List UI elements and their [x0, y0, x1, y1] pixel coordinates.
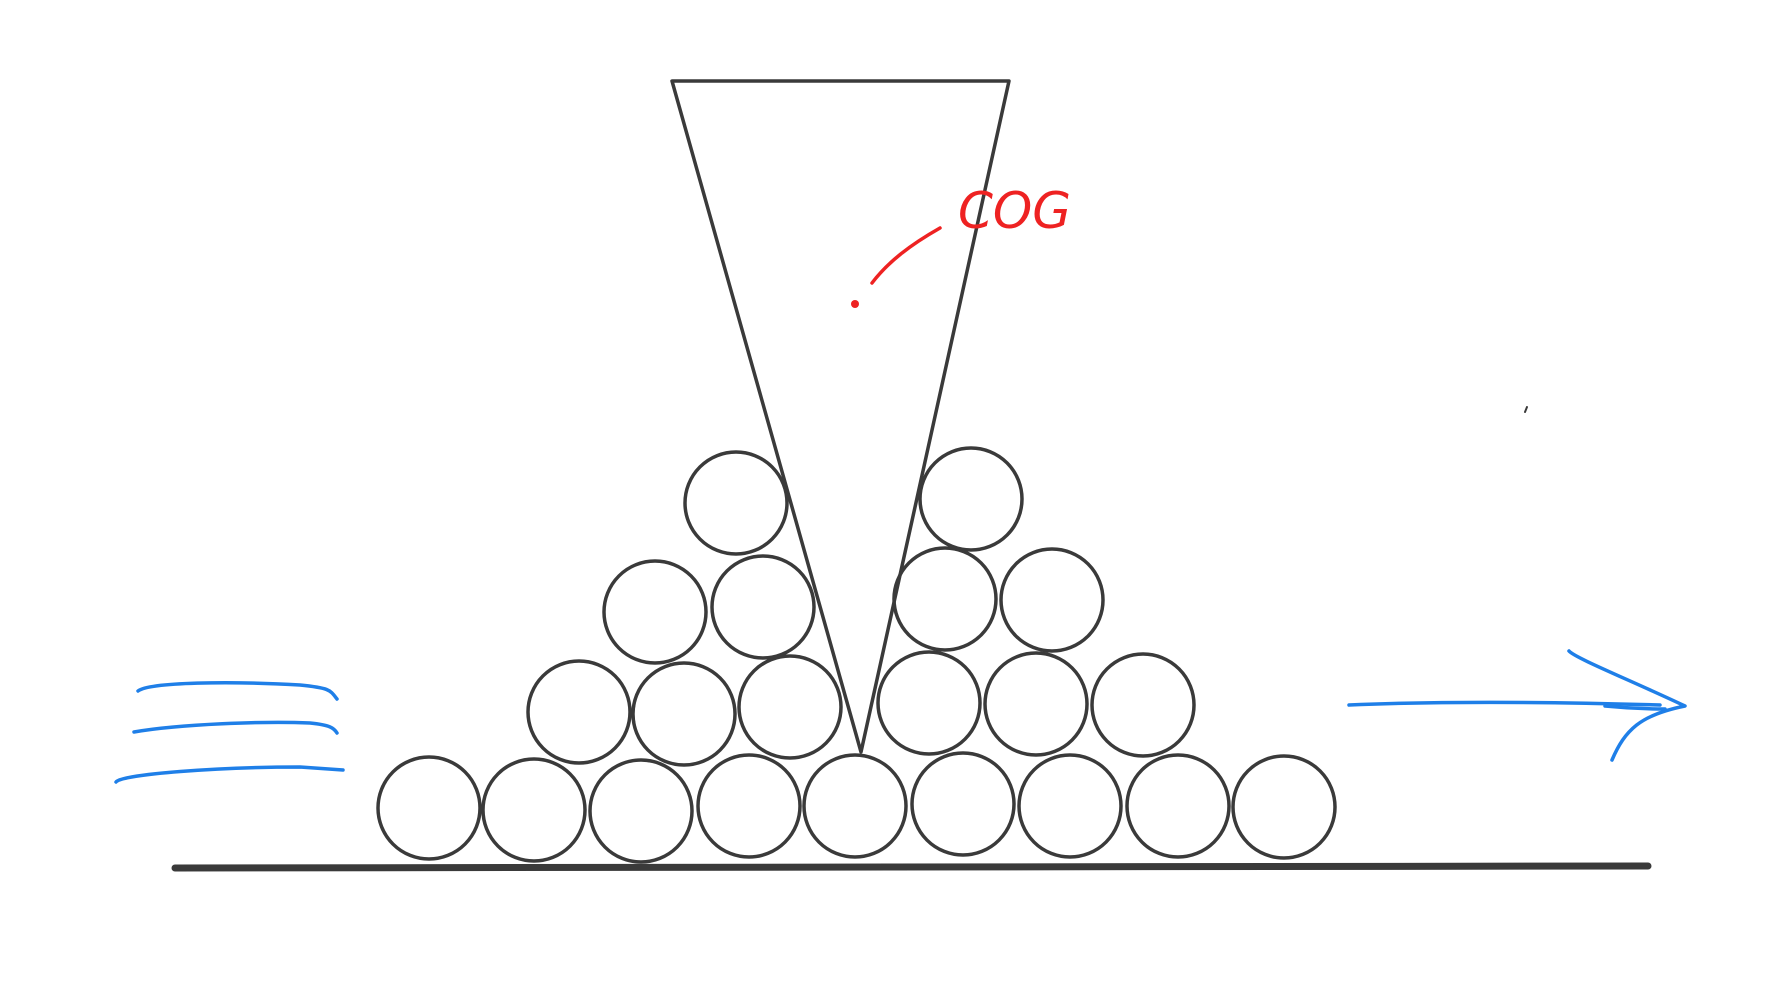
ground-line [171, 862, 1652, 872]
motion-arrow [1347, 649, 1687, 762]
ball [1231, 754, 1337, 860]
ball [631, 661, 737, 767]
ball [910, 751, 1016, 857]
speed-line [136, 681, 339, 701]
ball [802, 753, 908, 859]
ball [999, 547, 1105, 653]
inverted-triangle [670, 79, 1011, 754]
left-motion-lines [114, 681, 345, 784]
stray-mark [1524, 406, 1528, 413]
ball [983, 651, 1089, 757]
ball [1090, 652, 1196, 758]
ball [602, 559, 708, 665]
cog-label: COG [958, 182, 1071, 240]
ball [876, 650, 982, 756]
ball [918, 446, 1024, 552]
ball [1125, 753, 1231, 859]
cog-annotation: COG [851, 182, 1071, 308]
arrow-head-inner [1603, 704, 1667, 711]
arrow-shaft [1347, 700, 1662, 707]
ball-stack [376, 446, 1337, 864]
ball [376, 755, 482, 861]
ball [526, 659, 632, 765]
ball [696, 753, 802, 859]
speed-line [132, 720, 339, 735]
cog-leader-line [870, 226, 942, 285]
ball [1017, 753, 1123, 859]
ball [683, 450, 789, 556]
ball [481, 757, 587, 863]
ball [588, 758, 694, 864]
ball [892, 546, 998, 652]
speed-line [114, 765, 345, 784]
arrow-head [1567, 649, 1687, 762]
cog-point [851, 300, 859, 308]
ball [737, 654, 843, 760]
ball [710, 554, 816, 660]
